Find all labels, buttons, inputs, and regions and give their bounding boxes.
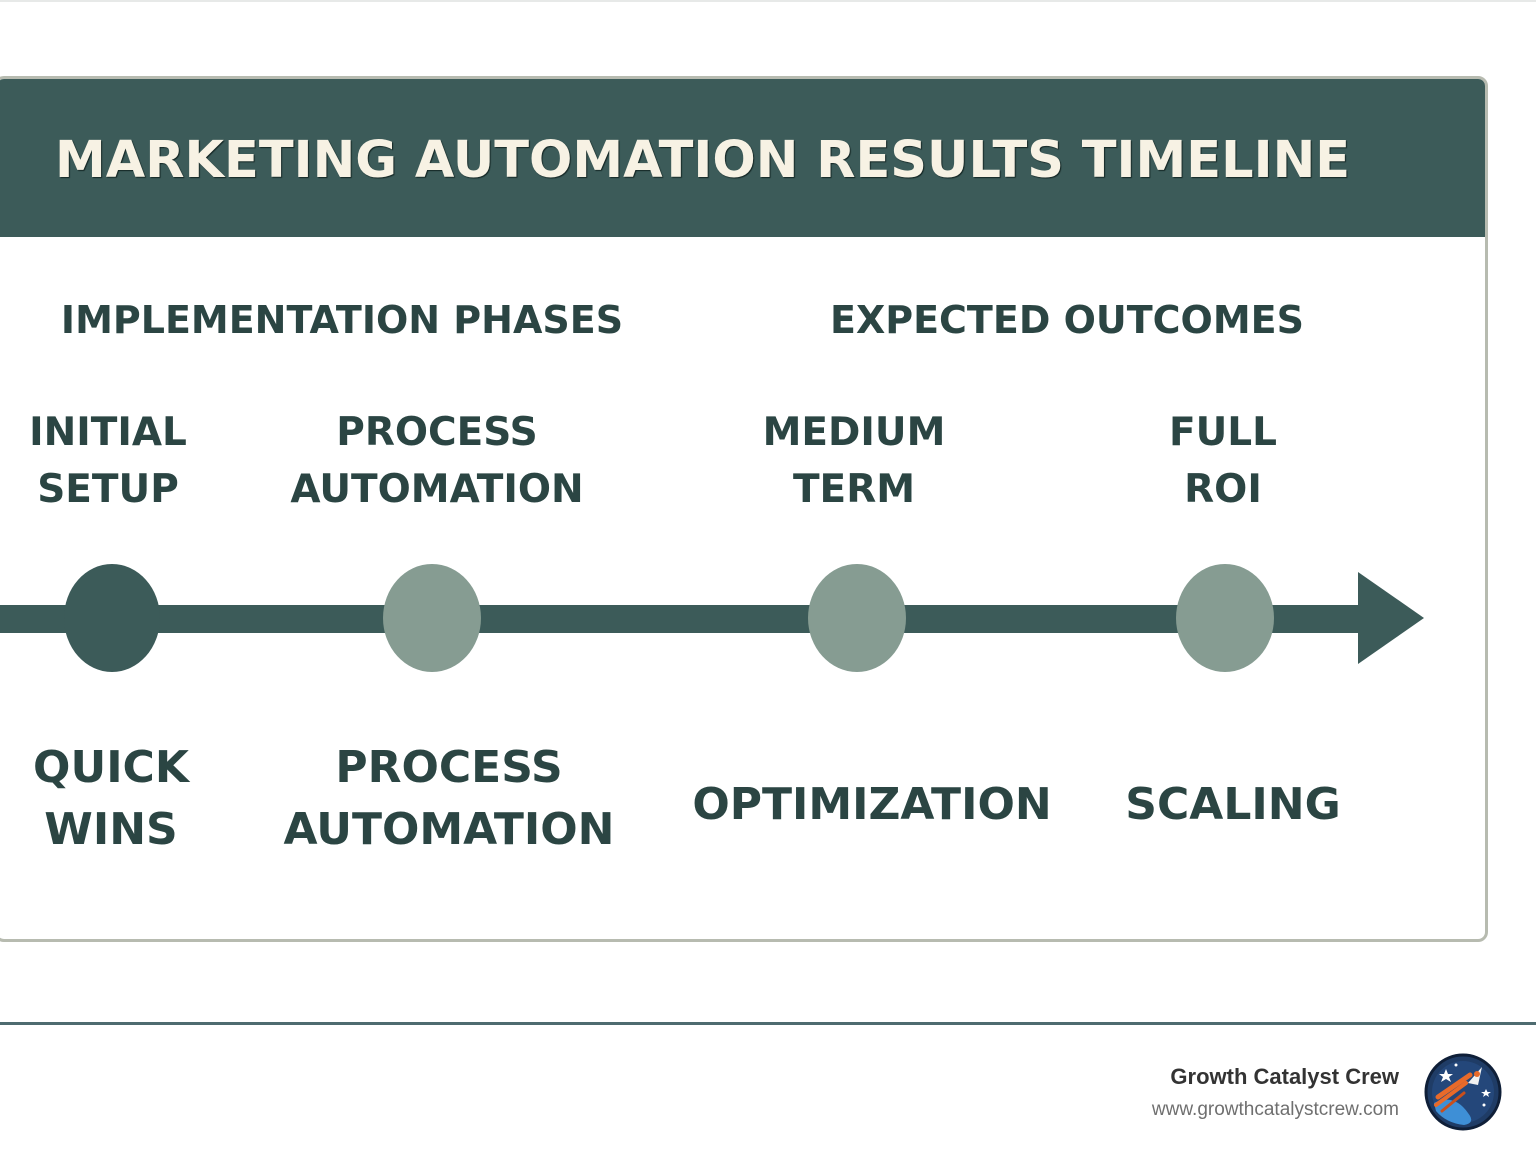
timeline-arrowhead <box>1358 572 1424 664</box>
timeline-line <box>0 605 1372 633</box>
page-title: MARKETING AUTOMATION RESULTS TIMELINE <box>55 131 1351 190</box>
rocket-badge-icon <box>1424 1053 1502 1131</box>
timeline-card: MARKETING AUTOMATION RESULTS TIMELINE <box>0 76 1488 942</box>
outcome-label: OPTIMIZATION <box>692 779 1052 830</box>
footer-divider <box>0 1022 1536 1025</box>
top-divider <box>0 0 1536 2</box>
brand-url: www.growthcatalystcrew.com <box>1151 1099 1399 1120</box>
section-heading-outcomes: EXPECTED OUTCOMES <box>829 298 1305 342</box>
timeline-diagram <box>0 564 1424 672</box>
milestone-marker <box>383 564 481 672</box>
brand-name: Growth Catalyst Crew <box>1170 1064 1399 1089</box>
milestone-marker <box>808 564 906 672</box>
milestone-marker <box>1176 564 1274 672</box>
card-header: MARKETING AUTOMATION RESULTS TIMELINE <box>0 79 1485 237</box>
milestone-marker <box>64 564 160 672</box>
outcome-label: SCALING <box>1125 779 1341 830</box>
section-heading-phases: IMPLEMENTATION PHASES <box>60 298 624 342</box>
